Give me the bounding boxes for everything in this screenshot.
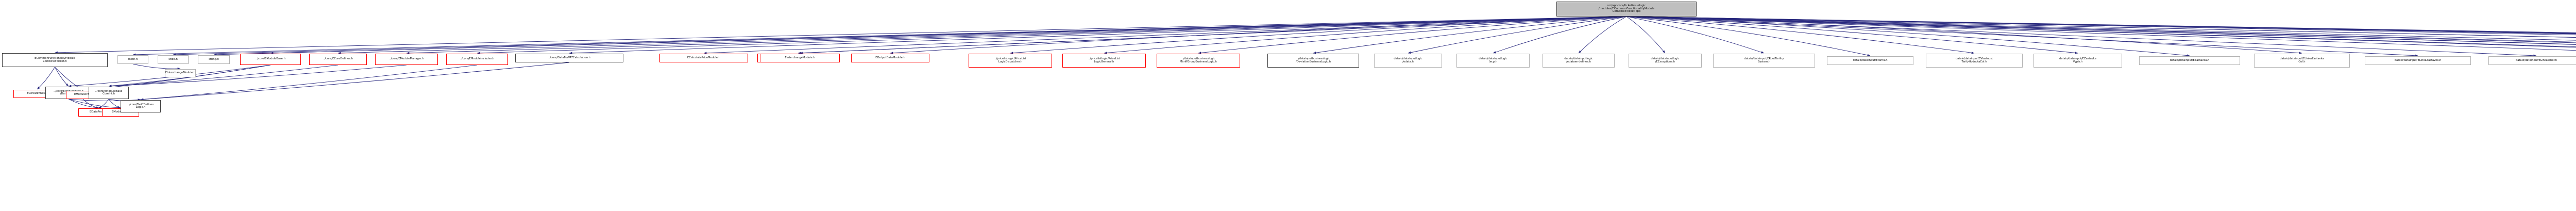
graph-edge xyxy=(1626,16,2537,57)
graph-edge xyxy=(1626,16,2576,35)
graph-edge xyxy=(1626,16,2576,34)
graph-edge xyxy=(1626,16,2576,34)
graph-edge xyxy=(1493,16,1627,54)
graph-node-n02[interactable]: math.h xyxy=(117,55,148,64)
graph-edge xyxy=(406,16,1627,55)
graph-node-n07[interactable]: ../core/EModuleManager.h xyxy=(375,54,438,65)
graph-edge xyxy=(68,99,121,109)
graph-edge xyxy=(1198,16,1627,54)
graph-node-n20[interactable]: dataio/datainputlogic /edataerrdefines.h xyxy=(1543,54,1615,68)
graph-node-n12[interactable]: EInterchangeModule.h xyxy=(760,54,840,62)
graph-node-m04[interactable]: ../core/EModuleBase CoreInt.h xyxy=(89,87,129,99)
graph-node-n21[interactable]: dataio/datainputlogic /EExceptions.h xyxy=(1629,54,1702,68)
graph-node-n19[interactable]: dataio/datainputlogic /ecp.h xyxy=(1456,54,1530,68)
graph-edge xyxy=(1626,16,2576,45)
graph-edge xyxy=(108,64,407,87)
graph-edge xyxy=(55,67,69,87)
graph-node-n06[interactable]: ../core/ECoreDefines.h xyxy=(309,54,367,65)
graph-node-n05[interactable]: ../core/EModuleBase.h xyxy=(240,54,301,65)
graph-node-n09[interactable]: ../core/DataForVATCalculation.h xyxy=(515,54,623,62)
graph-edge xyxy=(477,16,1627,55)
graph-edge xyxy=(140,62,570,101)
graph-node-n15[interactable]: ../pricelistlogic/PriceList LogicGeneral… xyxy=(1062,54,1146,68)
graph-edge xyxy=(1626,16,2576,45)
graph-root-node[interactable]: src/appcore/ticketissuelogic /modules/EC… xyxy=(1556,2,1697,17)
graph-edge xyxy=(82,99,99,109)
graph-edge xyxy=(1626,16,2576,48)
graph-edge xyxy=(1626,16,1765,54)
graph-edge xyxy=(98,99,109,108)
graph-edge xyxy=(1626,16,2576,35)
graph-edge xyxy=(1626,16,2576,41)
graph-edge xyxy=(173,16,1627,56)
graph-edge xyxy=(1104,16,1627,54)
graph-edge xyxy=(1626,16,2576,34)
graph-edge xyxy=(1626,16,2302,54)
graph-edge xyxy=(337,16,1627,55)
graph-edge xyxy=(270,16,1627,55)
graph-node-n27[interactable]: dataio/datainput/ELinkaZastavka Col.h xyxy=(2254,54,2350,68)
graph-edge xyxy=(1626,16,2576,43)
graph-edge xyxy=(1578,16,1627,54)
graph-node-n25[interactable]: dataio/datainput/EZastavka Vypis.h xyxy=(2033,54,2122,68)
graph-node-m07[interactable]: ../core/TariffDefines Logic.h xyxy=(121,100,161,112)
graph-node-n14[interactable]: ../pricelistlogic/PriceList LogicDispatc… xyxy=(969,54,1052,68)
graph-node-n28[interactable]: dataio/datainput/ELinkaZastavka.h xyxy=(2365,56,2471,65)
graph-edge xyxy=(55,16,1627,54)
graph-node-n10[interactable]: ECalculatePriceModule.h xyxy=(659,54,748,62)
graph-edge xyxy=(1626,16,2576,36)
graph-edge xyxy=(1626,16,2190,57)
graph-edge xyxy=(1626,16,1975,54)
graph-edge xyxy=(132,16,1627,56)
graph-edge xyxy=(1626,16,2576,47)
graph-edge xyxy=(1626,16,2078,54)
graph-node-n23[interactable]: dataio/datainput/ETarifa.h xyxy=(1827,56,1913,65)
graph-edge xyxy=(1626,16,1871,57)
graph-node-n18[interactable]: dataio/datainputlogic /edata.h xyxy=(1374,54,1442,68)
graph-edge xyxy=(1626,16,2576,51)
graph-edge xyxy=(890,16,1627,54)
graph-node-n17[interactable]: ../datainputbusinesslogic /DeviationBusi… xyxy=(1267,54,1359,68)
graph-node-n01[interactable]: ECommonFunctionalityModule CombinedTicke… xyxy=(2,53,108,67)
graph-node-n03[interactable]: stdio.h xyxy=(158,55,189,64)
graph-edge xyxy=(108,99,121,109)
graph-edge xyxy=(798,16,1627,55)
graph-edge xyxy=(213,16,1627,56)
graph-edge xyxy=(1313,16,1627,54)
graph-edge xyxy=(1626,16,2576,39)
graph-edge xyxy=(1626,16,2576,38)
graph-edge xyxy=(108,64,338,87)
graph-edge xyxy=(37,67,55,90)
graph-node-n13[interactable]: EOutputDataModule.h xyxy=(851,54,929,62)
graph-node-m08[interactable]: EInterchangeModule.h xyxy=(165,69,196,77)
graph-node-n29[interactable]: dataio/datainput/ELinkaSmer.h xyxy=(2488,56,2576,65)
graph-edge xyxy=(569,16,1627,55)
graph-node-n22[interactable]: dataio/datainput/ERootTarifny System.h xyxy=(1713,54,1815,68)
graph-edge xyxy=(68,99,99,109)
graph-edge xyxy=(703,16,1627,55)
graph-node-n24[interactable]: dataio/datainput/EVlastnost TarifyHodnot… xyxy=(1926,54,2023,68)
graph-node-n08[interactable]: ../core/EModuleIncludes.h xyxy=(446,54,508,65)
graph-edge xyxy=(1626,16,2418,57)
graph-edge xyxy=(1010,16,1627,54)
graph-node-n26[interactable]: dataio/datainput/EZastavka.h xyxy=(2139,56,2240,65)
graph-edge xyxy=(132,63,181,70)
graph-edge xyxy=(1626,16,2576,43)
graph-edge xyxy=(1408,16,1627,54)
graph-node-n16[interactable]: ../datainputbusinesslogic /TariffGroupBu… xyxy=(1157,54,1240,68)
graph-edge xyxy=(1626,16,1666,54)
graph-node-n04[interactable]: string.h xyxy=(198,55,230,64)
graph-edge xyxy=(800,16,1627,55)
